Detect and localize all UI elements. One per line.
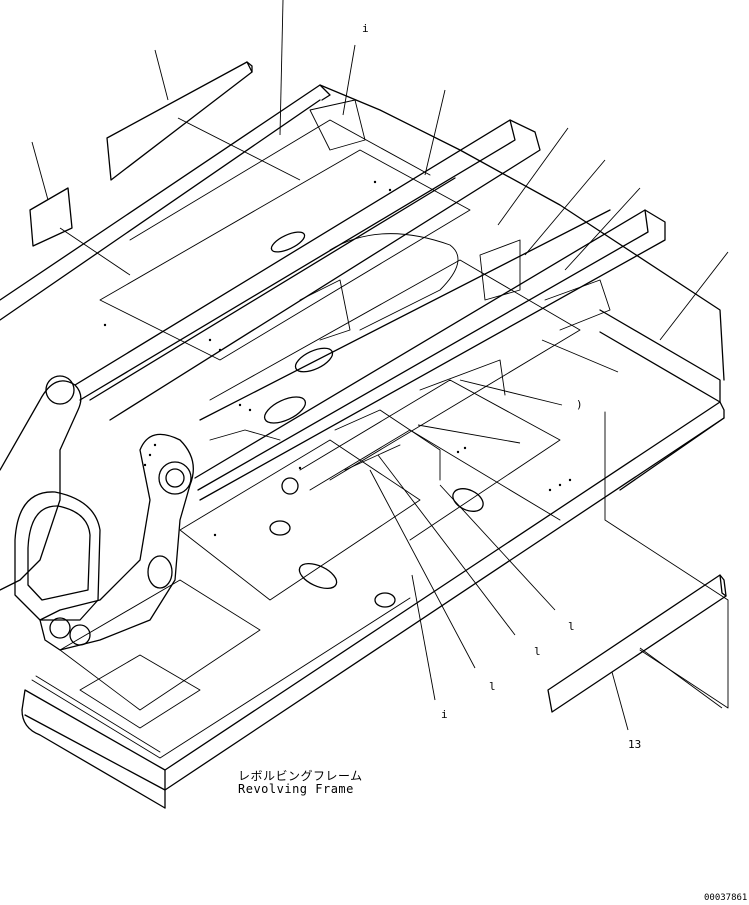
callout-label-4: l (534, 645, 541, 658)
side-plate-right (547, 574, 727, 713)
main-beam-lower (194, 209, 666, 501)
callout-label-2: ) (576, 398, 583, 411)
phantom-outline (604, 411, 729, 709)
drawing-number: 00037861 (704, 893, 748, 903)
cover-plate-small (29, 187, 73, 247)
caption-japanese: レボルビングフレーム (238, 769, 363, 783)
leader-lines (31, 0, 729, 731)
deck-plates (59, 99, 611, 729)
frame-outline (0, 84, 725, 809)
deck-holes (263, 231, 484, 608)
callout-label-6: i (441, 708, 448, 721)
bolt-dots (103, 180, 572, 537)
caption-english: Revolving Frame (238, 782, 354, 796)
callout-label-1: i (362, 22, 369, 35)
boom-bracket-left (0, 375, 101, 621)
callout-label-7: 13 (628, 738, 642, 751)
callout-label-3: l (568, 620, 575, 633)
cover-plate-large (106, 61, 253, 181)
callout-label-5: l (489, 680, 496, 693)
main-beam-upper (74, 119, 541, 421)
boom-bracket-right (39, 433, 194, 651)
